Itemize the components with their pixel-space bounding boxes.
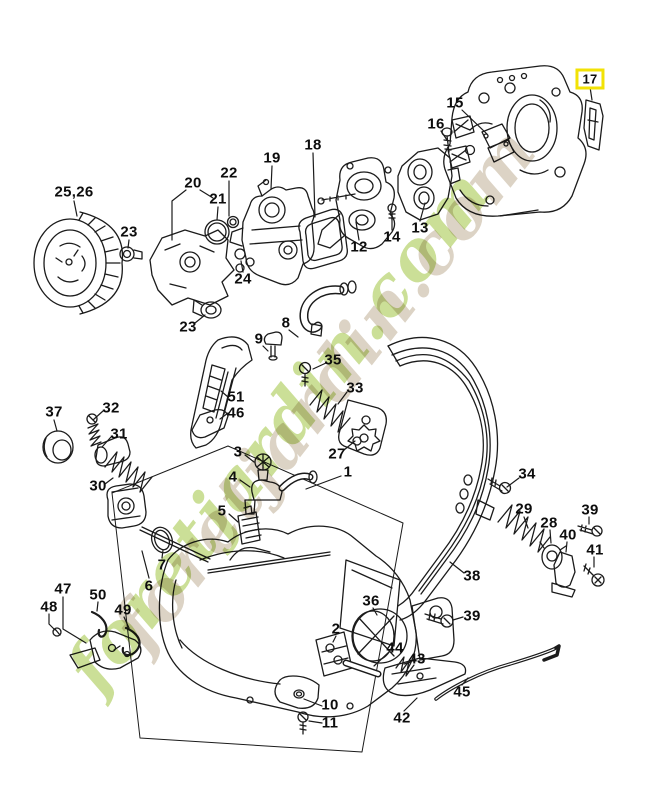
av-spring-drawing xyxy=(309,389,387,456)
part-label-42: 42 xyxy=(393,709,411,727)
part-label-20: 20 xyxy=(184,174,202,192)
part-label-25-26: 25,26 xyxy=(54,183,94,201)
part-label-39: 39 xyxy=(463,607,481,625)
part-label-9: 9 xyxy=(254,330,264,348)
part-label-41: 41 xyxy=(586,541,604,559)
part-label-3: 3 xyxy=(233,443,243,461)
part-label-37: 37 xyxy=(45,403,63,421)
part-label-49: 49 xyxy=(114,601,132,619)
part-label-17: 17 xyxy=(575,68,605,90)
bottom-cover-drawing xyxy=(274,675,320,735)
air-filter-drawing xyxy=(33,211,124,315)
part-label-44: 44 xyxy=(386,639,404,657)
handle-molding-drawing xyxy=(190,336,253,449)
part-label-35: 35 xyxy=(324,351,342,369)
leader-lines xyxy=(48,86,595,724)
part-label-30: 30 xyxy=(89,477,107,495)
part-label-23: 23 xyxy=(179,318,197,336)
part-label-45: 45 xyxy=(453,683,471,701)
handlebar-drawing xyxy=(387,336,499,621)
heat-dam-drawing xyxy=(387,147,461,221)
part-label-21: 21 xyxy=(209,190,227,208)
part-label-11: 11 xyxy=(321,714,339,732)
carburetor-drawing xyxy=(229,178,356,286)
part-label-29: 29 xyxy=(515,500,533,518)
part-label-18: 18 xyxy=(304,136,322,154)
fuel-hose-drawing xyxy=(263,280,357,387)
manifold-drawing xyxy=(317,157,396,250)
filter-base-drawing xyxy=(149,229,246,306)
part-label-51: 51 xyxy=(227,388,245,406)
part-label-4: 4 xyxy=(228,468,238,486)
tank-vent-drawing xyxy=(237,453,318,545)
part-label-23: 23 xyxy=(120,223,138,241)
part-label-12: 12 xyxy=(350,238,368,256)
part-label-5: 5 xyxy=(217,502,227,520)
part-label-7: 7 xyxy=(157,556,167,574)
part-label-36: 36 xyxy=(362,592,380,610)
part-label-28: 28 xyxy=(540,514,558,532)
part-label-6: 6 xyxy=(144,577,154,595)
rear-spring-parts-drawing xyxy=(487,477,605,598)
brake-parts-drawing xyxy=(342,612,561,701)
part-label-13: 13 xyxy=(411,219,429,237)
part-label-47: 47 xyxy=(54,580,72,598)
part-label-27: 27 xyxy=(328,445,346,463)
gasket-drawing xyxy=(298,208,348,270)
part-label-8: 8 xyxy=(281,314,291,332)
part-label-46: 46 xyxy=(227,404,245,422)
inset-box xyxy=(111,445,404,753)
oil-pump-drawing xyxy=(106,483,211,563)
part-label-22: 22 xyxy=(220,164,238,182)
part-label-32: 32 xyxy=(102,399,120,417)
part-label-14: 14 xyxy=(383,228,401,246)
part-label-48: 48 xyxy=(40,598,58,616)
part-label-40: 40 xyxy=(559,526,577,544)
crankcase-drawing xyxy=(441,65,587,217)
part-label-43: 43 xyxy=(408,650,426,668)
starter-parts-drawing xyxy=(42,413,153,493)
part-label-10: 10 xyxy=(321,696,339,714)
part-label-39: 39 xyxy=(581,501,599,519)
bushing-23-drawing xyxy=(119,246,222,319)
trigger-parts-drawing xyxy=(52,610,142,670)
part-label-15: 15 xyxy=(446,94,464,112)
part-label-31: 31 xyxy=(110,425,128,443)
part-label-33: 33 xyxy=(346,379,364,397)
part-label-19: 19 xyxy=(263,149,281,167)
part-label-24: 24 xyxy=(234,270,252,288)
part-label-34: 34 xyxy=(518,465,536,483)
part-label-50: 50 xyxy=(89,586,107,604)
part-label-2: 2 xyxy=(331,620,341,638)
part-17-drawing xyxy=(583,99,604,151)
part-label-38: 38 xyxy=(463,567,481,585)
part-label-1: 1 xyxy=(343,463,353,481)
part-label-16: 16 xyxy=(427,115,445,133)
